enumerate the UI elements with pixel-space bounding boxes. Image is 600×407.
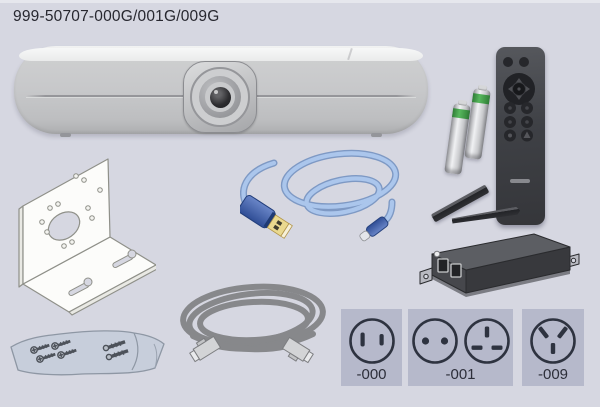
ethernet-cable-icon <box>180 283 326 364</box>
wall-anchor-icon <box>102 340 126 352</box>
screws-bag-icon <box>10 330 165 376</box>
camera-lens-assembly <box>183 61 257 133</box>
rj45-connector-icon <box>281 336 314 364</box>
rj45-connector-icon <box>189 335 222 363</box>
plug-variant-000: -000 <box>341 309 402 386</box>
screws-icon <box>30 339 129 363</box>
camera-lens-icon <box>209 86 231 108</box>
usb-a-connector-icon <box>240 195 293 239</box>
product-number-title: 999-50707-000G/001G/009G <box>13 8 220 25</box>
usb-cable-icon <box>240 149 400 242</box>
camera-outer-ring <box>190 67 250 127</box>
us-nema-outlet-icon <box>348 318 395 364</box>
uk-bs1363-outlet-icon <box>463 318 510 364</box>
remote-control <box>496 47 545 225</box>
aa-battery-icon <box>464 84 491 160</box>
video-bar-top-face <box>19 48 423 61</box>
eu-outlet-icon <box>411 318 458 364</box>
camera-inner-ring <box>205 82 235 112</box>
plug-variant-label: -009 <box>537 366 569 383</box>
plug-variant-label: -000 <box>356 366 387 383</box>
wall-anchor-icon <box>105 349 129 361</box>
remote-buttons-icon <box>503 57 535 142</box>
camera-mid-ring <box>199 76 241 118</box>
video-bar-foot <box>371 133 382 137</box>
video-bar <box>14 46 428 137</box>
au-as3112-outlet-icon <box>530 318 576 364</box>
plug-variant-label: -001 <box>445 366 476 383</box>
plug-variant-009: -009 <box>522 309 584 386</box>
video-bar-foot <box>60 133 71 137</box>
usb-c-connector-icon <box>359 216 389 242</box>
plug-variant-001: -001 <box>408 309 513 386</box>
remote-brand-mark <box>510 179 530 183</box>
poe-injector-icon <box>419 233 580 297</box>
wall-bracket-icon <box>18 158 156 316</box>
